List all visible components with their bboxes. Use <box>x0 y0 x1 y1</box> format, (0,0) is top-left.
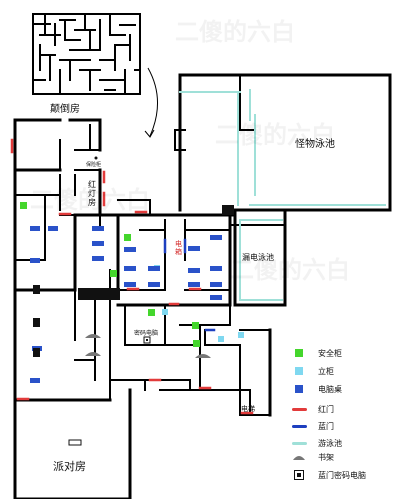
legend-blue-door: 蓝门 <box>290 419 334 433</box>
monster-pool-label: 怪物泳池 <box>295 139 335 150</box>
black-bar <box>78 288 120 300</box>
legend-label: 电脑桌 <box>318 384 342 394</box>
computer-desk <box>124 266 136 271</box>
black-block <box>33 348 40 357</box>
safe-cabinet <box>20 202 27 209</box>
red-light-room-label: 红 灯 房 <box>88 180 96 207</box>
legend-bookshelf: 书架 <box>290 450 334 464</box>
safe-dot <box>94 156 98 160</box>
legend-red-door: 红门 <box>290 402 334 416</box>
legend-label: 蓝门密码电脑 <box>318 470 366 480</box>
safe-cabinet <box>110 270 117 277</box>
safe-cabinet <box>124 234 131 241</box>
black-block <box>33 285 40 294</box>
computer-desk <box>92 256 104 261</box>
legend-label: 立柜 <box>318 366 334 376</box>
cabinet-swatch <box>295 367 303 375</box>
blue-door-swatch <box>291 424 307 428</box>
computer-desk <box>124 247 136 252</box>
password-pc-icon <box>294 470 304 480</box>
maze-border <box>32 13 141 95</box>
maze-diagram <box>32 13 141 95</box>
safe-cabinet <box>193 340 200 347</box>
upside-down-room-label: 颠倒房 <box>50 104 80 115</box>
legend-label: 安全柜 <box>318 348 342 358</box>
furniture <box>20 156 244 446</box>
password-pc-label: 密码电脑 <box>134 330 159 337</box>
standing-cabinet <box>238 332 244 338</box>
party-table <box>68 439 82 446</box>
computer-desk <box>210 295 222 300</box>
black-block <box>33 318 40 327</box>
computer-desk <box>188 268 200 273</box>
bookshelf <box>85 352 101 356</box>
legend-cabinet: 立柜 <box>290 364 334 378</box>
pool-connector <box>222 205 234 215</box>
legend-safe: 安全柜 <box>290 346 342 360</box>
legend-label: 红门 <box>318 404 334 414</box>
walls <box>13 73 392 499</box>
arrow-curve <box>147 67 159 137</box>
computer-desk <box>188 246 200 251</box>
pool-swatch <box>291 441 307 445</box>
pool-edges <box>179 89 386 301</box>
computer-desk <box>48 226 58 231</box>
computer-desk <box>210 282 222 287</box>
safe-cabinet <box>192 322 199 329</box>
legend-desk: 电脑桌 <box>290 382 342 396</box>
electric-box-label: 电 箱 <box>175 240 182 256</box>
password-pc-dot <box>146 339 148 341</box>
computer-desk <box>30 378 40 383</box>
safe-cabinet-label: 保险柜 <box>86 162 102 168</box>
safe-swatch <box>295 349 303 357</box>
computer-desk <box>210 266 222 271</box>
legend-password-pc: 蓝门密码电脑 <box>290 468 366 482</box>
legend-label: 游泳池 <box>318 438 342 448</box>
bookshelf-icon <box>293 456 305 460</box>
legend-label: 书架 <box>318 452 334 462</box>
red-door-swatch <box>291 407 307 411</box>
standing-cabinet <box>162 309 168 315</box>
computer-desk <box>124 282 136 287</box>
computer-desk <box>92 241 104 246</box>
computer-desk <box>148 266 160 271</box>
leaky-pool-label: 漏电泳池 <box>242 253 274 262</box>
safe-cabinet <box>148 309 155 316</box>
bookshelf <box>85 334 101 338</box>
computer-desk <box>30 258 40 263</box>
arrow-head <box>144 129 155 138</box>
computer-desk <box>148 282 160 287</box>
computer-desk <box>30 226 40 231</box>
legend-pool: 游泳池 <box>290 436 342 450</box>
elevator-label: 电梯 <box>241 405 255 413</box>
desk-swatch <box>295 385 303 393</box>
standing-cabinet <box>218 336 224 342</box>
bookshelf <box>195 354 211 358</box>
computer-desk <box>92 226 104 231</box>
party-room-label: 派对房 <box>53 460 86 473</box>
computer-desk <box>188 282 200 287</box>
doors <box>10 138 254 415</box>
computer-desk <box>210 235 222 240</box>
legend-label: 蓝门 <box>318 421 334 431</box>
